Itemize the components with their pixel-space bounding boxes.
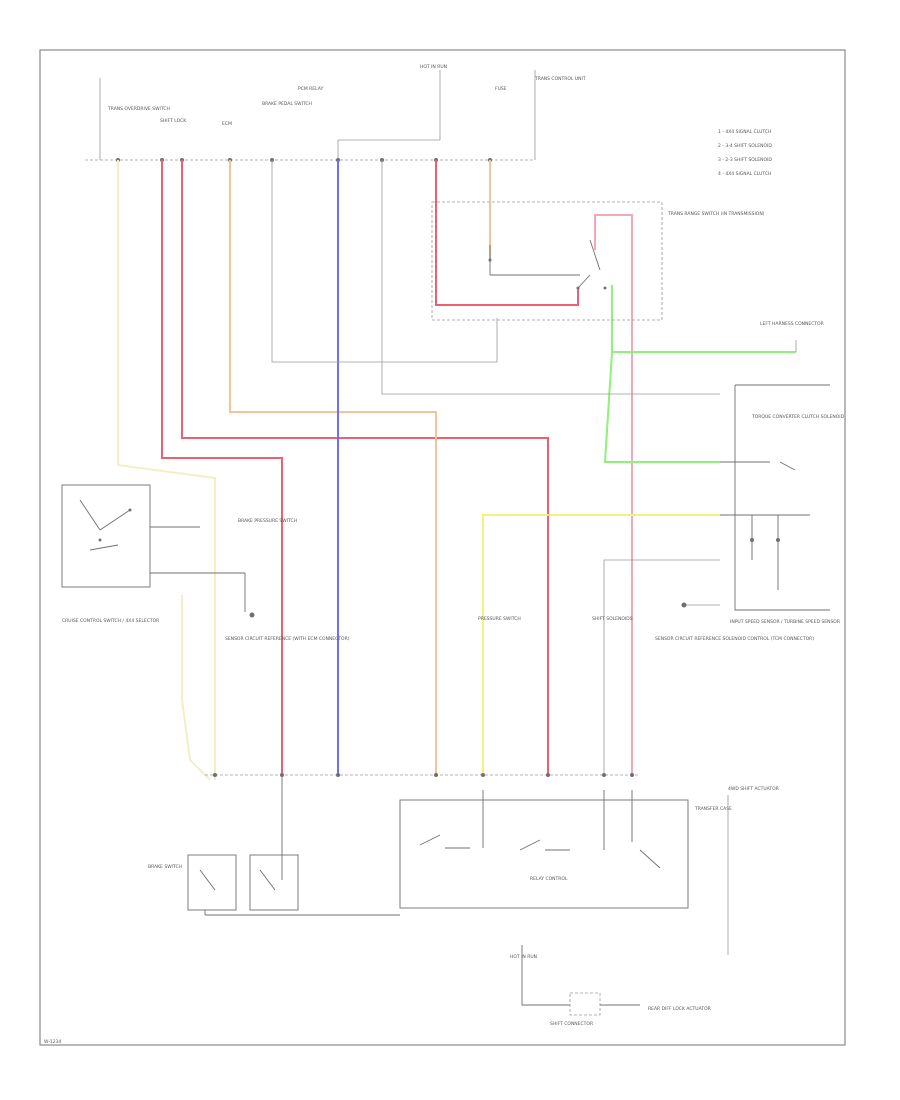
wire-pale-yellow bbox=[117, 160, 216, 780]
brake-switch-label: BRAKE SWITCH bbox=[148, 864, 182, 870]
wire-orange bbox=[229, 160, 437, 775]
trans-range-label: TRANS RANGE SWITCH (IN TRANSMISSION) bbox=[667, 211, 765, 217]
top-label-overdrive: TRANS OVERDRIVE SWITCH bbox=[107, 106, 170, 112]
brake-switch-box-1 bbox=[187, 854, 237, 911]
wire-red-long bbox=[181, 160, 549, 775]
wire-red-left bbox=[161, 160, 283, 775]
cruise-switch-contacts bbox=[79, 499, 246, 612]
shift-connector-box bbox=[569, 992, 601, 1016]
torque-converter-label: TORQUE CONVERTER CLUTCH SOLENOID bbox=[751, 414, 845, 420]
top-label-tcu: TRANS CONTROL UNIT bbox=[534, 76, 586, 82]
page-code: W-1234 bbox=[44, 1039, 61, 1045]
top-label-hot-run: HOT IN RUN bbox=[420, 64, 447, 70]
ecm-ground-node bbox=[249, 612, 255, 618]
brake-switch-box-2 bbox=[249, 854, 299, 911]
input-speed-label: INPUT SPEED SENSOR / TURBINE SPEED SENSO… bbox=[730, 619, 840, 625]
legend-item: 2 - 3-4 SHIFT SOLENOID bbox=[718, 143, 772, 149]
right-switch bbox=[720, 461, 810, 590]
right-component-box bbox=[734, 384, 830, 611]
wire-pale-yellow-sensor bbox=[181, 595, 211, 781]
transfer-case-label: TRANSFER CASE bbox=[694, 806, 732, 812]
legend-item: 1 - 4X4 SIGNAL CLUTCH bbox=[718, 129, 771, 135]
wire-gray-1 bbox=[271, 160, 498, 363]
rear-diff-label: REAR DIFF LOCK ACTUATOR bbox=[648, 1006, 711, 1012]
left-harness-label: LEFT HARNESS CONNECTOR bbox=[760, 321, 824, 327]
top-label-brake-pedal: BRAKE PEDAL SWITCH bbox=[262, 101, 312, 107]
tcm-note: SENSOR CIRCUIT REFERENCE SOLENOID CONTRO… bbox=[655, 636, 814, 642]
relay-control-label: RELAY CONTROL bbox=[530, 876, 568, 882]
top-label-fuse: FUSE bbox=[495, 86, 507, 92]
wire-bright-yellow bbox=[482, 514, 720, 775]
top-label-shift-lock: SHIFT LOCK bbox=[160, 118, 187, 124]
legend-item: 3 - 2-3 SHIFT SOLENOID bbox=[718, 157, 772, 163]
shift-connector-wire bbox=[521, 945, 640, 1006]
tcm-ground-node bbox=[681, 602, 687, 608]
wire-gray-3 bbox=[603, 559, 720, 775]
wire-gray-2 bbox=[381, 160, 720, 395]
shift-actuator-label: 4WD SHIFT ACTUATOR bbox=[728, 786, 779, 792]
shift-solenoid-label: SHIFT SOLENOIDS bbox=[592, 616, 633, 622]
bottom-connector-pins bbox=[213, 773, 634, 777]
top-label-ecm: ECM bbox=[222, 121, 232, 127]
diagram-frame bbox=[39, 49, 846, 1046]
relay-contacts bbox=[488, 239, 607, 290]
cruise-switch-label: CRUISE CONTROL SWITCH / 4X4 SELECTOR bbox=[62, 618, 159, 624]
relay-box bbox=[431, 201, 663, 321]
cruise-switch-box bbox=[61, 484, 151, 588]
hot-run-label: HOT IN RUN bbox=[510, 954, 537, 960]
transfer-case-box bbox=[399, 799, 689, 909]
brake-switch-contacts bbox=[199, 775, 400, 916]
wire-pink-right bbox=[594, 214, 633, 775]
wire-red-relay bbox=[435, 160, 579, 306]
ecm-note: SENSOR CIRCUIT REFERENCE (WITH ECM CONNE… bbox=[225, 636, 350, 642]
pressure-switch-label: PRESSURE SWITCH bbox=[478, 616, 521, 622]
transfer-case-switches bbox=[419, 790, 661, 869]
top-label-pcm-relay: PCM RELAY bbox=[298, 86, 323, 92]
wire-green bbox=[603, 285, 796, 463]
shift-connector-label: SHIFT CONNECTOR bbox=[550, 1021, 593, 1027]
legend-item: 4 - 4X4 SIGNAL CLUTCH bbox=[718, 171, 771, 177]
brake-sensor-label: BRAKE PRESSURE SWITCH bbox=[238, 518, 297, 524]
